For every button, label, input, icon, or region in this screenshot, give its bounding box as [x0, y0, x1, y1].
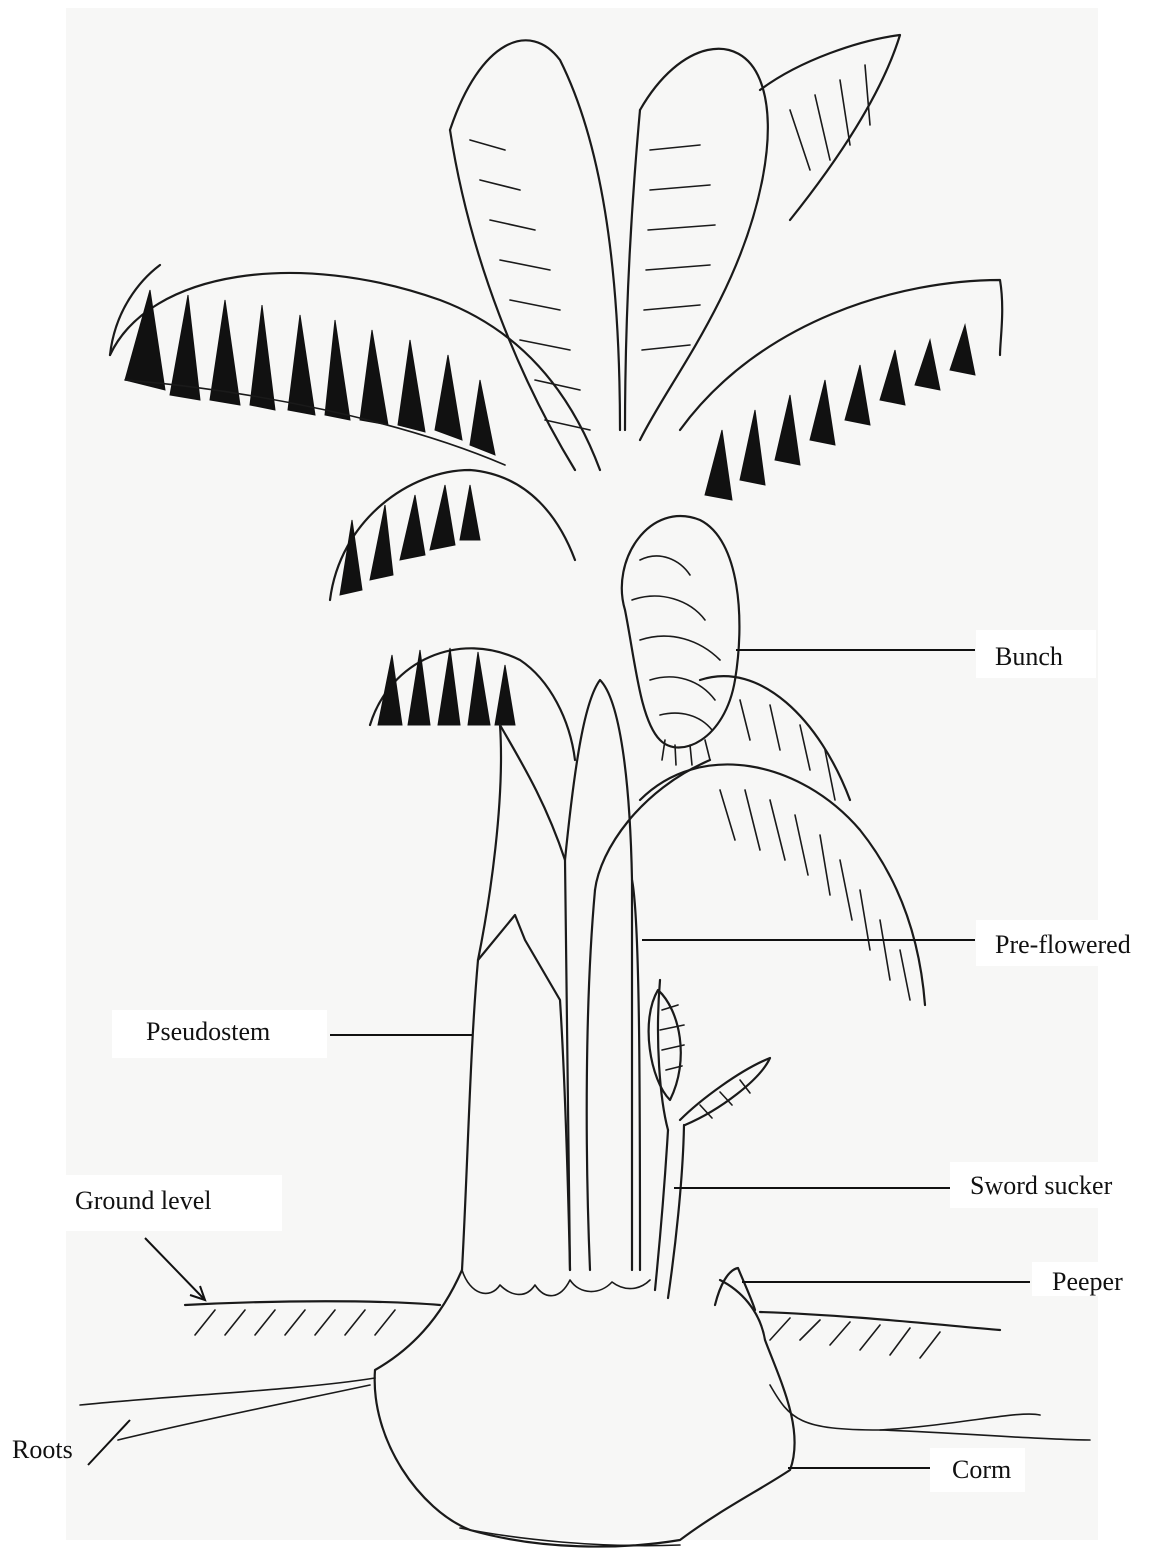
paper-sheet	[66, 8, 1098, 1540]
label-pre-flowered: Pre-flowered	[995, 930, 1131, 959]
label-bunch: Bunch	[995, 642, 1063, 671]
label-ground-level: Ground level	[75, 1186, 211, 1215]
label-sword-sucker: Sword sucker	[970, 1171, 1113, 1200]
label-peeper: Peeper	[1052, 1267, 1123, 1296]
label-corm: Corm	[952, 1455, 1011, 1484]
label-pseudostem: Pseudostem	[146, 1017, 270, 1046]
label-roots: Roots	[12, 1435, 73, 1464]
